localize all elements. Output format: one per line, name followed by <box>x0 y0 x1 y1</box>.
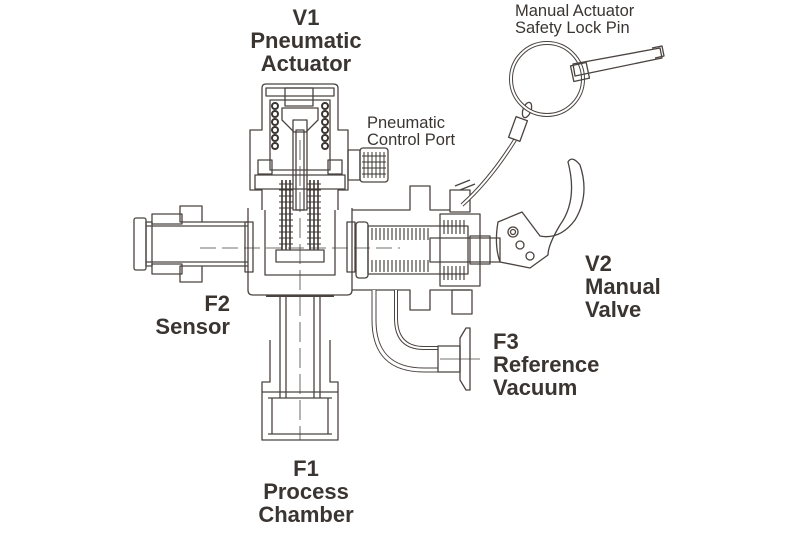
sensor-port-f2 <box>133 205 248 283</box>
label-f2-line1: Sensor <box>155 314 230 339</box>
valve-body <box>200 140 400 440</box>
label-f1-id: F1 <box>293 456 319 481</box>
label-f1-line1: Process <box>263 479 349 504</box>
label-v1-line1: Pneumatic <box>250 28 362 53</box>
label-safety-line2: Safety Lock Pin <box>515 19 630 37</box>
safety-lock-pin <box>509 41 665 117</box>
label-f2-sensor: F2 Sensor <box>130 292 230 338</box>
process-chamber-port-f1 <box>261 295 339 441</box>
manual-valve-lever <box>495 158 585 269</box>
label-f2-id: F2 <box>204 291 230 316</box>
label-safety-line1: Manual Actuator <box>515 2 635 20</box>
label-f1-process-chamber: F1 Process Chamber <box>236 457 376 526</box>
lanyard <box>460 101 533 207</box>
label-f3-line2: Vacuum <box>493 375 578 400</box>
label-control-line1: Pneumatic <box>367 114 445 132</box>
label-v2-line1: Manual <box>585 274 661 299</box>
label-safety-lock-pin: Manual Actuator Safety Lock Pin <box>515 3 634 37</box>
label-pneumatic-control-port: Pneumatic Control Port <box>367 115 455 149</box>
pneumatic-actuator-v1 <box>249 83 349 263</box>
label-v2-id: V2 <box>585 251 612 276</box>
reference-vacuum-port-f3 <box>371 290 480 391</box>
label-v2-manual-valve: V2 Manual Valve <box>585 252 661 321</box>
label-f3-line1: Reference <box>493 352 600 377</box>
label-v1-pneumatic-actuator: V1 Pneumatic Actuator <box>236 6 376 75</box>
label-control-line2: Control Port <box>367 131 456 149</box>
label-f3-reference-vacuum: F3 Reference Vacuum <box>493 330 599 399</box>
manual-valve-v2 <box>352 179 501 315</box>
pneumatic-control-port <box>347 147 389 183</box>
label-v2-line2: Valve <box>585 297 642 322</box>
label-v1-id: V1 <box>292 5 320 30</box>
label-v1-line2: Actuator <box>260 51 352 76</box>
label-f3-id: F3 <box>493 329 519 354</box>
label-f1-line2: Chamber <box>258 502 354 527</box>
